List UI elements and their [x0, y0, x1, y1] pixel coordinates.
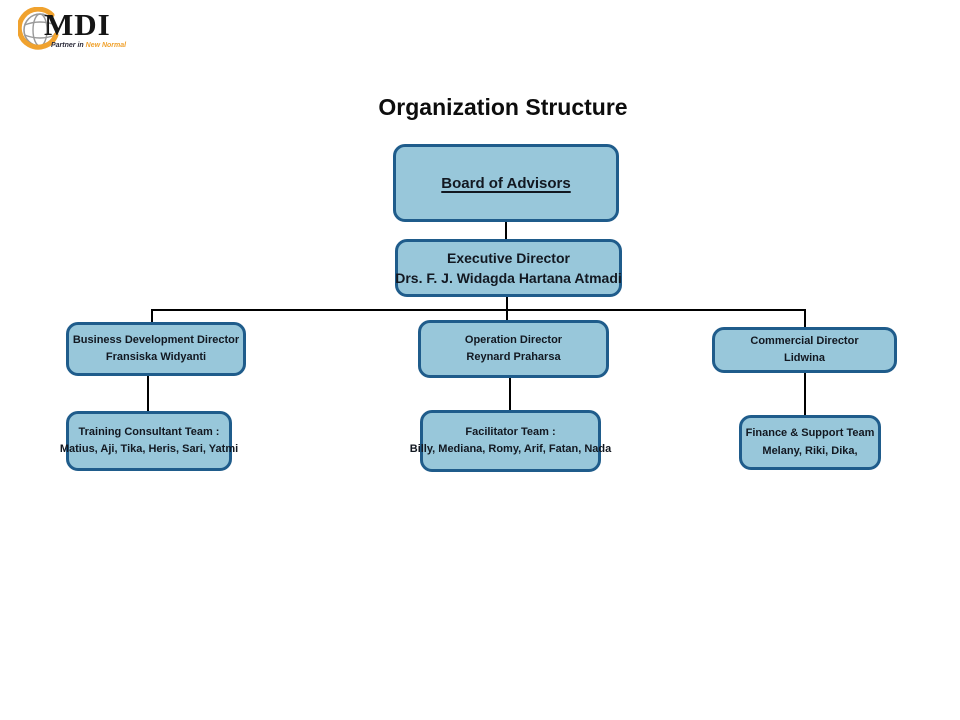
director-name: Fransiska Widyanti	[105, 351, 207, 363]
logo-tagline-dark: Partner in	[51, 42, 84, 49]
logo-tagline: Partner in New Normal	[51, 42, 126, 49]
board-label: Board of Advisors	[441, 174, 571, 192]
org-box-operation-director: Operation Director Reynard Praharsa	[418, 320, 609, 378]
director-title: Operation Director	[464, 333, 563, 346]
director-title: Business Development Director	[72, 333, 240, 346]
executive-title: Executive Director	[447, 249, 570, 266]
connector-operation-facilitator	[509, 377, 511, 411]
org-box-training-consultant-team: Training Consultant Team : Matius, Aji, …	[60, 411, 238, 471]
connector-executive-down	[506, 296, 508, 310]
org-box-board-of-advisors: Board of Advisors	[393, 144, 619, 222]
connector-board-executive	[505, 221, 507, 240]
org-box-executive-director: Executive Director Drs. F. J. Widagda Ha…	[395, 239, 622, 297]
org-box-facilitator-team: Facilitator Team : Billy, Mediana, Romy,…	[410, 410, 611, 472]
team-members: Matius, Aji, Tika, Heris, Sari, Yatmi	[59, 443, 239, 455]
director-title: Commercial Director	[750, 334, 859, 347]
connector-commercial-finance	[804, 372, 806, 416]
connector-drop-commercial	[804, 310, 806, 328]
executive-name: Drs. F. J. Widagda Hartana Atmadi	[395, 270, 622, 286]
connector-horizontal	[151, 309, 806, 311]
org-box-business-development-director: Business Development Director Fransiska …	[66, 322, 246, 376]
connector-drop-business	[151, 310, 153, 323]
mdi-logo: MDI Partner in New Normal	[18, 5, 168, 55]
team-title: Training Consultant Team :	[78, 425, 220, 438]
connector-business-training	[147, 375, 149, 412]
page-title: Organization Structure	[378, 94, 628, 120]
logo-text: MDI	[44, 7, 111, 42]
globe-icon	[18, 7, 59, 50]
org-box-finance-support-team: Finance & Support Team Melany, Riki, Dik…	[739, 415, 881, 470]
team-members: Billy, Mediana, Romy, Arif, Fatan, Nada	[409, 443, 612, 455]
director-name: Lidwina	[784, 352, 825, 364]
team-title: Finance & Support Team	[745, 427, 875, 440]
logo-tagline-accent: New Normal	[85, 42, 127, 49]
org-box-commercial-director: Commercial Director Lidwina	[712, 327, 897, 373]
team-members: Melany, Riki, Dika,	[762, 444, 858, 457]
director-name: Reynard Praharsa	[466, 351, 561, 363]
team-title: Facilitator Team :	[465, 425, 556, 438]
connector-drop-operation	[506, 310, 508, 321]
